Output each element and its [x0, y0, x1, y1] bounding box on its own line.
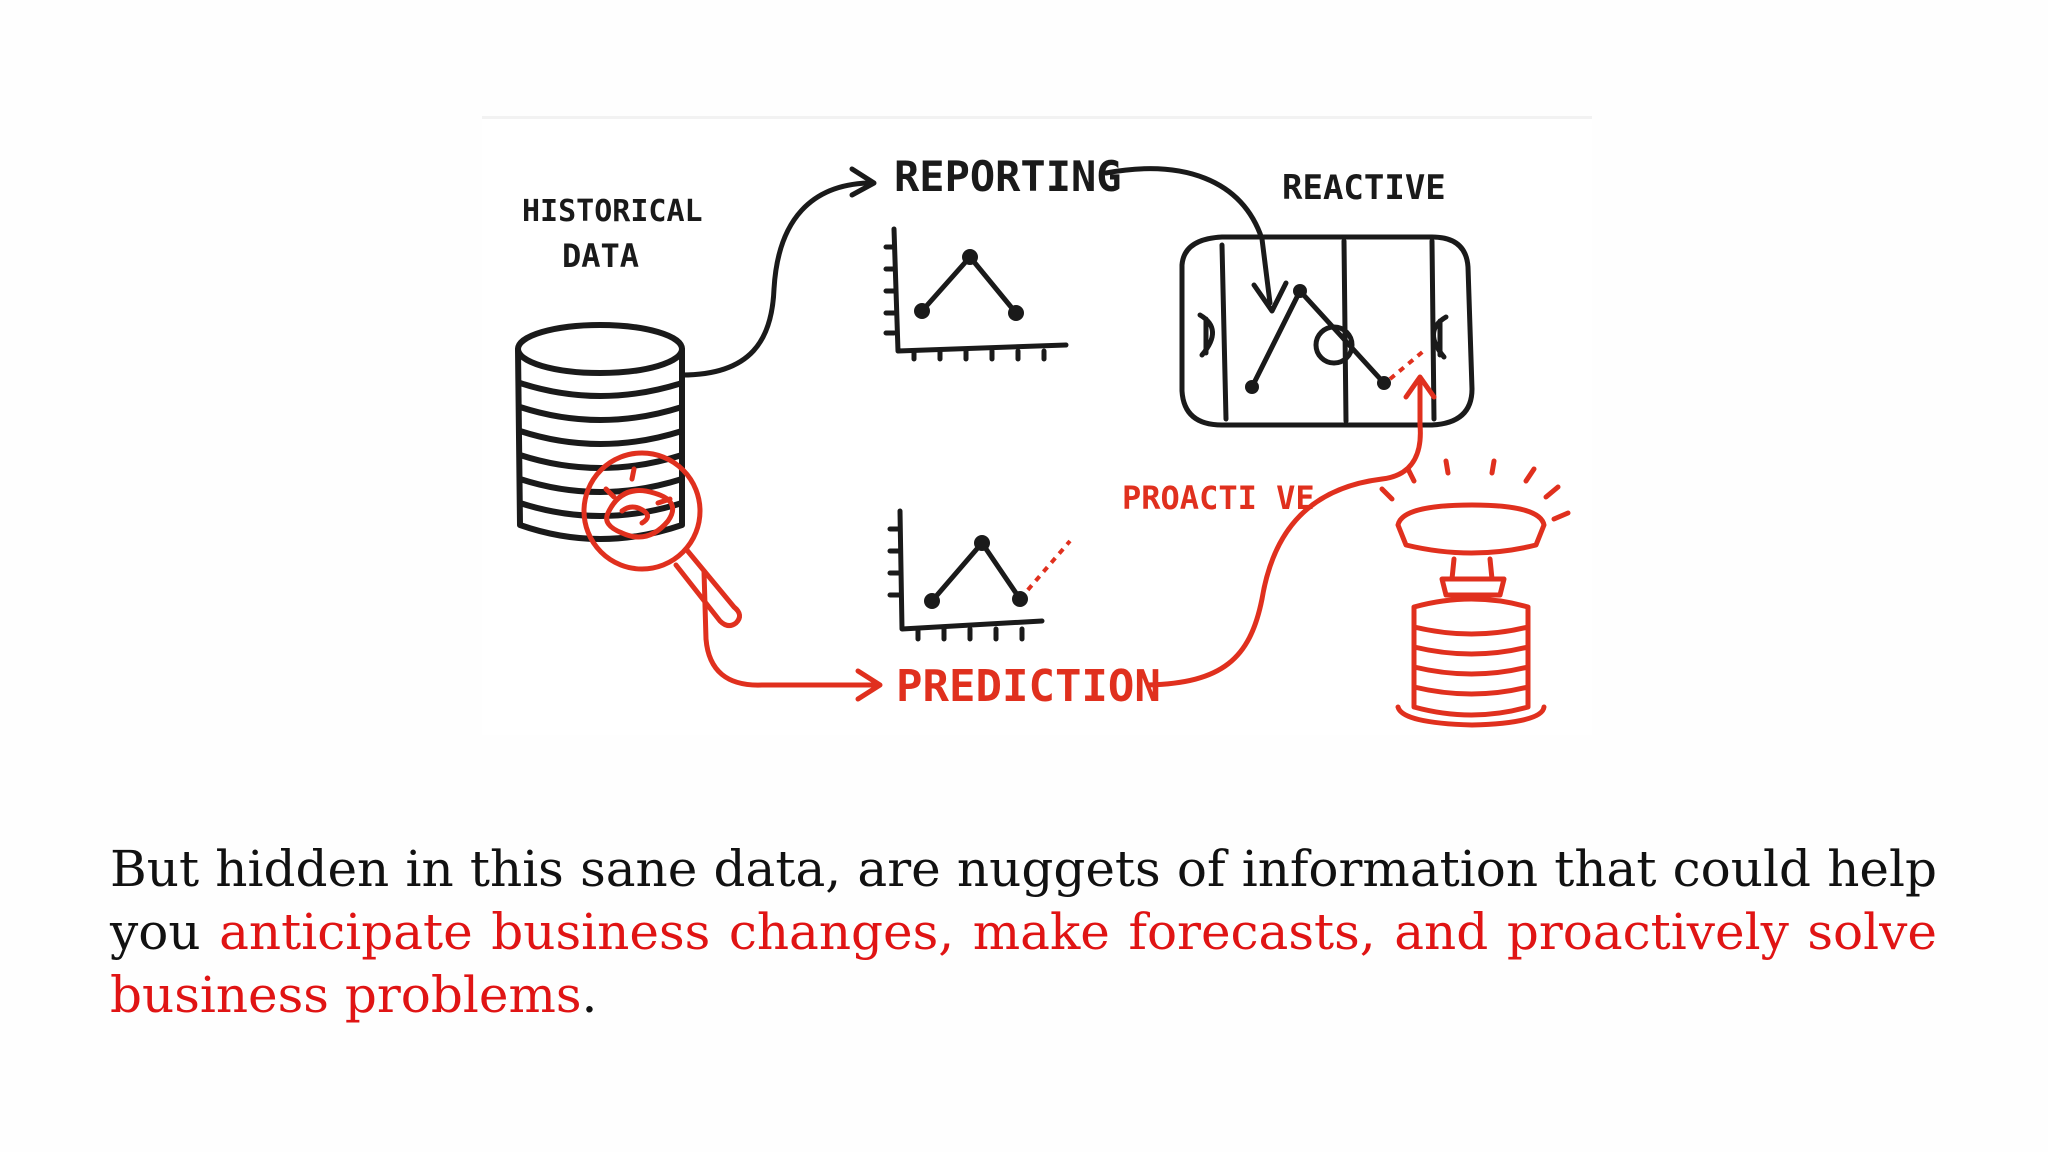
reactive-label: REACTIVE: [1282, 168, 1446, 208]
proactive-label: PROACTI VE: [1122, 479, 1315, 517]
reporting-label: REPORTING: [894, 152, 1122, 201]
caption-paragraph: But hidden in this sane data, are nugget…: [110, 838, 1937, 1027]
caption-text: But hidden in this sane data, are nugget…: [110, 840, 1937, 961]
illustration-canvas: HISTORICAL DATA REPORTING REACTIVE PROAC…: [515, 152, 1571, 728]
crystal-stack-icon: [1379, 458, 1571, 728]
historical-data-label-line2: DATA: [562, 237, 639, 275]
analytics-illustration: HISTORICAL DATA REPORTING REACTIVE PROAC…: [482, 116, 1592, 735]
board-icon: [1179, 234, 1475, 428]
prediction-label: PREDICTION: [896, 661, 1161, 712]
caption-highlight: anticipate business changes, make foreca…: [110, 903, 1937, 1024]
line-chart-icon: [883, 226, 1069, 362]
arrow-to-reporting: [679, 166, 877, 378]
arrow-to-prediction: [701, 568, 883, 702]
caption-period: .: [581, 966, 598, 1024]
historical-data-label-line1: HISTORICAL: [522, 194, 703, 229]
line-chart-forecast-icon: [887, 508, 1072, 642]
arrow-to-proactive: [1145, 374, 1437, 688]
magnifier-icon: [581, 450, 742, 629]
database-icon: [515, 322, 685, 542]
arrow-to-reactive: [1103, 166, 1289, 314]
